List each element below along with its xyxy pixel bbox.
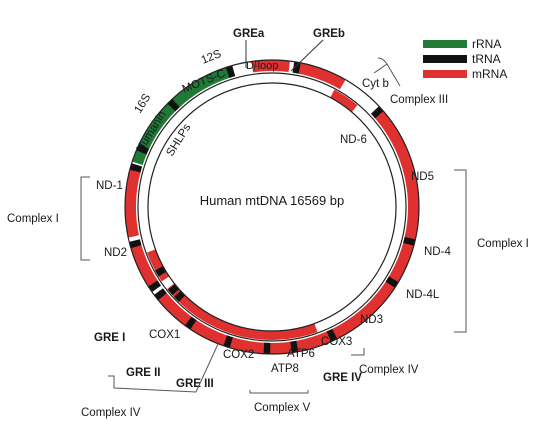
16s-label: 16S (132, 92, 153, 116)
legend-label-trna: tRNA (472, 52, 501, 66)
trna-mark-outer-15 (129, 163, 143, 173)
trna-mark-inner-2 (155, 266, 167, 277)
nd2-label: ND2 (104, 247, 127, 259)
nd6-inner-segment (330, 89, 358, 113)
12s-label: 12S (200, 48, 224, 67)
cytb-label: Cyt b (362, 78, 389, 90)
complex-iv-left-label: Complex IV (81, 407, 141, 419)
ring-outlines (124, 59, 420, 355)
complex-i-left-label: Complex I (7, 213, 59, 225)
trna-mark-inner-1 (167, 284, 180, 296)
trna-mark-outer-6 (385, 276, 399, 288)
cox1-label: COX1 (149, 329, 180, 341)
complex-v-label: Complex V (254, 402, 311, 414)
legend-swatch-mrna (423, 70, 467, 78)
complex-iv-right-label: Complex IV (359, 364, 419, 376)
inner-cox-segment (167, 283, 318, 341)
legend-swatch-rrna (423, 40, 467, 48)
outer-mrna-main-segment (156, 108, 419, 354)
trna-mark-outer-8 (290, 340, 299, 353)
gre-iv-label: GRE IV (323, 372, 362, 384)
nd2-outer-segment (130, 242, 160, 290)
d-loop-pointer (253, 59, 257, 72)
complex-iv-left-bracket (108, 343, 219, 393)
trna-mark-inner-0 (173, 290, 186, 302)
gre-b-label: GREb (313, 28, 345, 40)
trna-mark-outer-3 (292, 61, 301, 74)
ring-outline-1 (137, 72, 407, 342)
nd3-label: ND3 (360, 314, 383, 326)
legend-swatch-trna (423, 55, 467, 63)
d-loop-edge-segment (251, 60, 290, 73)
complex-iii-label: Complex III (390, 94, 448, 106)
trna-mark-outer-5 (403, 236, 416, 246)
complex-iii-bracket (373, 57, 401, 87)
trna-mark-outer-10 (223, 335, 233, 348)
nd6-label: ND-6 (340, 134, 367, 146)
ring-outline-2 (124, 59, 420, 355)
inner-ring (147, 89, 358, 341)
gre-ii-label: GRE II (126, 367, 161, 379)
gre-a-label: GREa (233, 28, 265, 40)
nd4l-label: ND-4L (406, 289, 440, 301)
complex-i-left-bracket (80, 176, 90, 261)
ring-outline-0 (147, 82, 397, 332)
atp8-label: ATP8 (271, 363, 299, 375)
trna-mark-outer-1 (167, 98, 180, 112)
trna-mark-outer-4 (370, 106, 384, 119)
trna-mark-outer-12 (154, 288, 167, 301)
outer-ring (125, 60, 419, 354)
nd5-label: ND5 (411, 171, 434, 183)
legend-label-rrna: rRNA (472, 37, 501, 51)
trna-mark-outer-9 (263, 342, 271, 354)
trna-mark-outer-14 (129, 239, 142, 249)
nd1-label: ND-1 (96, 180, 123, 192)
nd1-outer-segment (125, 166, 142, 238)
d-loop-label: D-loop (246, 60, 278, 72)
trna-mark-outer-0 (136, 144, 150, 155)
cox3-label: COX3 (321, 336, 352, 348)
trna-mark-outer-2 (225, 65, 236, 78)
complex-v-bracket (249, 390, 309, 394)
cytb-segment (295, 62, 346, 90)
gre-iii-label: GRE III (176, 378, 214, 390)
gre-i-label: GRE I (94, 332, 125, 344)
rrna-16s-12s-segment (132, 66, 233, 165)
legend: rRNA tRNA mRNA (423, 37, 507, 81)
legend-label-mrna: mRNA (472, 67, 507, 81)
trna-mark-outer-11 (184, 316, 197, 330)
gre-b-pointer (290, 39, 324, 72)
complex-i-right-bracket (454, 169, 467, 333)
shlps-label: SHLPs (164, 122, 193, 159)
trna-mark-outer-7 (326, 328, 338, 342)
cox2-label: COX2 (223, 349, 254, 361)
complex-iv-right-bracket (351, 348, 365, 356)
trna-mark-outer-13 (148, 280, 162, 292)
center-label: Human mtDNA 16569 bp (200, 193, 345, 208)
atp6-label: ATP6 (287, 348, 315, 360)
complex-i-right-label: Complex I (477, 238, 529, 250)
nd4-label: ND-4 (424, 246, 451, 258)
